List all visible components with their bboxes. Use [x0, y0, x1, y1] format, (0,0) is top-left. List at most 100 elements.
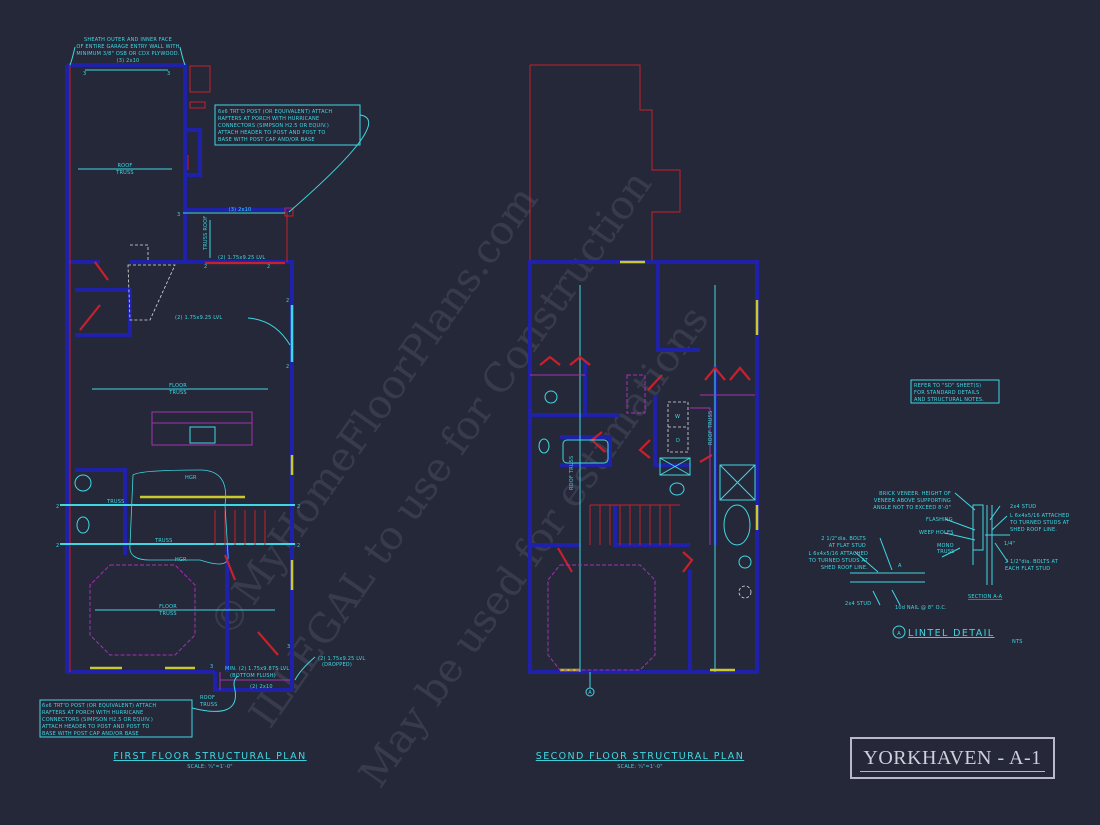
svg-text:1/4": 1/4": [1004, 541, 1015, 547]
hgr-cloud: [129, 469, 229, 565]
svg-text:2: 2: [297, 543, 300, 549]
svg-text:(2) 1.75x9.25 LVL: (2) 1.75x9.25 LVL: [175, 315, 222, 321]
stair-outline: [127, 244, 176, 321]
leader-top: [288, 114, 370, 213]
svg-text:MINIMUM 3/8" OSB OR CDX PLYWOO: MINIMUM 3/8" OSB OR CDX PLYWOOD.: [76, 51, 179, 57]
svg-text:W: W: [675, 414, 680, 420]
svg-text:TRUSS: TRUSS: [106, 499, 125, 505]
svg-text:TO TURNED STUDS AT: TO TURNED STUDS AT: [808, 558, 869, 564]
svg-text:ROOF TRUSS: ROOF TRUSS: [708, 411, 714, 445]
svg-text:VENEER ABOVE SUPPORTING: VENEER ABOVE SUPPORTING: [874, 498, 951, 504]
toilet-3: [669, 482, 685, 496]
svg-text:TRUSS: TRUSS: [154, 538, 173, 544]
svg-text:CONNECTORS (SIMPSON H2.5 OR EQ: CONNECTORS (SIMPSON H2.5 OR EQUIV.): [218, 123, 329, 129]
svg-text:(2) 1.75x9.25 LVL: (2) 1.75x9.25 LVL: [318, 656, 365, 662]
post-note-box-top: [214, 104, 361, 146]
interior-walls: [75, 288, 229, 672]
svg-text:(BOTTOM FLUSH): (BOTTOM FLUSH): [230, 673, 276, 679]
first-floor-title: FIRST FLOOR STRUCTURAL PLAN: [113, 751, 306, 762]
svg-text:TRUSS: TRUSS: [936, 549, 955, 555]
svg-text:ROOF TRUSS: ROOF TRUSS: [569, 456, 575, 490]
watermark: ©MyHomeFloorPlans.com ILLEGAL to use for…: [201, 163, 719, 796]
svg-text:REFER TO "SD" SHEET(S): REFER TO "SD" SHEET(S): [914, 383, 981, 389]
section-marker: [585, 687, 595, 697]
leader-bottom: [191, 675, 239, 712]
post: [284, 207, 294, 217]
svg-text:AT FLAT STUD: AT FLAT STUD: [829, 543, 866, 549]
svg-text:2: 2: [204, 264, 207, 270]
porch-beam: [219, 672, 290, 690]
svg-text:TRUSS: TRUSS: [199, 702, 218, 708]
closet-lines: [530, 374, 755, 545]
svg-text:3: 3: [83, 71, 86, 77]
sink-4: [738, 585, 752, 599]
first-floor-scale: SCALE: ¼"=1'-0": [187, 764, 232, 770]
toilet-2: [538, 438, 550, 454]
second-floor-plan: A ROOF TRUSS ROOF TRUSS W D SECOND FLOOR…: [528, 64, 759, 770]
svg-text:SHED ROOF LINE.: SHED ROOF LINE.: [1010, 527, 1057, 533]
svg-text:HGR: HGR: [175, 557, 187, 563]
attic-access: [659, 457, 691, 476]
svg-text:2 1/2"dia. BOLTS: 2 1/2"dia. BOLTS: [821, 536, 866, 542]
svg-text:BASE WITH POST CAP AND/OR BASE: BASE WITH POST CAP AND/OR BASE: [42, 731, 139, 737]
second-floor-scale: SCALE: ¼"=1'-0": [617, 764, 662, 770]
bathtub: [562, 439, 609, 464]
dining-table: [89, 564, 196, 656]
detail-marker: [892, 625, 906, 639]
svg-text:6x6 TRT'D POST (OR EQUIVALENT): 6x6 TRT'D POST (OR EQUIVALENT) ATTACH: [218, 109, 332, 115]
sheet-title: YORKHAVEN - A-1: [863, 747, 1042, 769]
svg-text:AND STRUCTURAL NOTES.: AND STRUCTURAL NOTES.: [914, 397, 984, 403]
svg-text:(3) 2x10: (3) 2x10: [117, 58, 140, 64]
svg-text:ATTACH HEADER TO POST AND POST: ATTACH HEADER TO POST AND POST TO: [218, 130, 326, 136]
svg-text:WEEP HOLES: WEEP HOLES: [919, 530, 954, 536]
washer-dryer: [667, 401, 689, 453]
title-block: YORKHAVEN - A-1: [850, 737, 1055, 779]
windows: [90, 455, 294, 670]
second-floor-walls: [528, 260, 759, 674]
svg-text:(3) 2x10: (3) 2x10: [229, 207, 252, 213]
leader-lvl: [247, 317, 291, 346]
stairs-2: [589, 504, 680, 545]
svg-text:SECTION A-A: SECTION A-A: [968, 594, 1003, 600]
lintel-detail: A LINTEL DETAIL NTS SECTION A-A BRICK VE…: [808, 491, 1070, 645]
sink-round: [74, 474, 92, 492]
leader-dropped: [294, 656, 316, 681]
second-floor-title: SECOND FLOOR STRUCTURAL PLAN: [536, 751, 744, 762]
svg-text:ATTACH HEADER TO POST AND POST: ATTACH HEADER TO POST AND POST TO: [42, 724, 150, 730]
svg-text:L 6x4x5/16 ATTACHED: L 6x4x5/16 ATTACHED: [1010, 513, 1070, 519]
svg-text:ROOF: ROOF: [200, 695, 215, 701]
svg-text:3: 3: [167, 71, 170, 77]
svg-text:RAFTERS AT PORCH WITH HURRICAN: RAFTERS AT PORCH WITH HURRICANE: [42, 710, 143, 716]
svg-text:2 1/2"dia. BOLTS AT: 2 1/2"dia. BOLTS AT: [1005, 559, 1059, 565]
brick-veneer: [972, 504, 984, 551]
svg-text:BRICK VENEER. HEIGHT OF: BRICK VENEER. HEIGHT OF: [879, 491, 951, 497]
svg-text:TO TURNED STUDS AT: TO TURNED STUDS AT: [1009, 520, 1070, 526]
svg-text:2: 2: [267, 264, 270, 270]
svg-text:L 6x4x5/16 ATTACHED: L 6x4x5/16 ATTACHED: [808, 551, 868, 557]
svg-text:FLOOR: FLOOR: [169, 383, 187, 389]
closet-shelf: [626, 374, 646, 414]
shower: [719, 464, 756, 501]
svg-text:SHEATH OUTER AND INNER FACE: SHEATH OUTER AND INNER FACE: [84, 37, 172, 43]
sink-3: [738, 555, 752, 569]
sink-2: [544, 390, 558, 404]
svg-text:2: 2: [56, 543, 59, 549]
svg-text:MIN. (2) 1.75x9.875 LVL: MIN. (2) 1.75x9.875 LVL: [225, 666, 289, 672]
svg-text:6x6 TRT'D POST (OR EQUIVALENT): 6x6 TRT'D POST (OR EQUIVALENT) ATTACH: [42, 703, 156, 709]
svg-text:TRUSS: TRUSS: [158, 611, 177, 617]
leaders: [854, 492, 1009, 606]
kitchen-island: [151, 411, 253, 446]
svg-text:D: D: [676, 438, 680, 444]
svg-text:HGR: HGR: [185, 475, 197, 481]
svg-text:2: 2: [286, 298, 289, 304]
notes-box: REFER TO "SD" SHEET(S) FOR STANDARD DETA…: [910, 379, 1000, 404]
svg-text:2: 2: [297, 504, 300, 510]
svg-text:2x4 STUD: 2x4 STUD: [845, 601, 871, 607]
svg-text:FOR STANDARD DETAILS: FOR STANDARD DETAILS: [914, 390, 980, 396]
svg-text:(DROPPED): (DROPPED): [322, 662, 352, 668]
svg-text:SHED ROOF LINE.: SHED ROOF LINE.: [821, 565, 868, 571]
svg-text:ANGLE NOT TO EXCEED 8'-0": ANGLE NOT TO EXCEED 8'-0": [873, 505, 951, 511]
stairs-red: [214, 510, 266, 545]
